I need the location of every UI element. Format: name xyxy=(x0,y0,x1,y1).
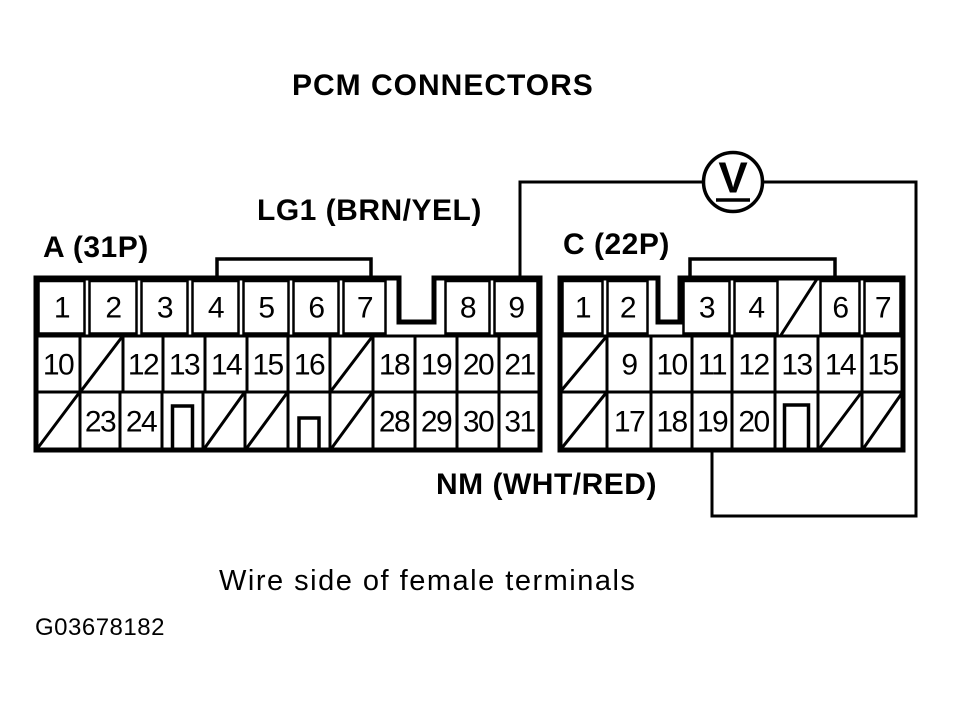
pin-cell xyxy=(140,279,189,335)
pin-cell xyxy=(342,279,387,335)
page-title: PCM CONNECTORS xyxy=(292,69,594,102)
pin-cell xyxy=(37,279,86,335)
pin-cell xyxy=(493,279,539,335)
pin-cell xyxy=(88,279,138,335)
pin-number: 31 xyxy=(504,406,535,439)
no-pin-slash xyxy=(559,392,608,450)
pin-number: 17 xyxy=(614,406,645,439)
pin-cell xyxy=(733,279,779,335)
pin-number: 12 xyxy=(128,349,159,382)
pin-number: 19 xyxy=(697,406,728,439)
pin-number: 15 xyxy=(867,349,898,382)
pin-number: 14 xyxy=(825,349,856,382)
pin-cell xyxy=(819,279,861,335)
pin-number: 21 xyxy=(504,349,535,382)
pin-number: 28 xyxy=(379,406,410,439)
pin-number: 9 xyxy=(508,292,524,325)
pin-number: 10 xyxy=(43,349,74,382)
no-pin-slash xyxy=(329,336,374,392)
pin-number: 1 xyxy=(575,292,591,325)
no-pin-slash xyxy=(79,336,124,392)
pin-number: 6 xyxy=(832,292,848,325)
pin-cell xyxy=(444,279,491,335)
polarization-rib xyxy=(782,403,811,449)
pin-number: 4 xyxy=(208,292,224,325)
wire-side-note: Wire side of female terminals xyxy=(219,565,637,597)
connector-c-label: C (22P) xyxy=(563,228,670,261)
pin-number: 20 xyxy=(463,349,494,382)
pin-number: 3 xyxy=(699,292,715,325)
pin-cell xyxy=(292,279,340,335)
pin-number: 9 xyxy=(621,349,637,382)
pin-number: 19 xyxy=(421,349,452,382)
pin-number: 23 xyxy=(85,406,116,439)
pin-number: 15 xyxy=(252,349,283,382)
pin-cell xyxy=(682,279,731,335)
pin-number: 30 xyxy=(463,406,494,439)
connector-tab xyxy=(688,257,837,278)
pin-cell xyxy=(561,279,604,335)
no-pin-slash xyxy=(329,392,374,450)
no-pin-slash xyxy=(35,392,81,450)
pin-number: 16 xyxy=(294,349,325,382)
figure-id: G03678182 xyxy=(35,614,165,641)
polarization-rib xyxy=(170,404,195,449)
pin-number: 7 xyxy=(875,292,891,325)
connector-outline xyxy=(557,275,906,453)
connector-a-label: A (31P) xyxy=(43,231,149,264)
pin-number: 4 xyxy=(748,292,764,325)
pin-number: 14 xyxy=(211,349,242,382)
pin-number: 13 xyxy=(169,349,200,382)
pin-cell xyxy=(863,279,902,335)
voltmeter-icon xyxy=(701,150,765,214)
no-pin-slash xyxy=(244,392,289,450)
pin-number: 18 xyxy=(379,349,410,382)
pin-cell xyxy=(606,279,649,335)
pin-number: 11 xyxy=(698,349,727,382)
pin-number: 20 xyxy=(738,406,769,439)
no-pin-slash xyxy=(779,278,819,336)
pin-number: 12 xyxy=(738,349,769,382)
pin-number: 6 xyxy=(308,292,324,325)
pin-number: 10 xyxy=(656,349,687,382)
polarization-rib xyxy=(297,416,321,449)
pin-number: 2 xyxy=(620,292,636,325)
pin-number: 7 xyxy=(357,292,373,325)
connector-tab xyxy=(215,257,373,278)
pin-number: 24 xyxy=(126,406,157,439)
pin-number: 8 xyxy=(460,292,476,325)
pin-number: 13 xyxy=(781,349,812,382)
wire-lg1 xyxy=(518,180,703,280)
wire-nm xyxy=(710,180,918,518)
no-pin-slash xyxy=(817,392,863,450)
wire-label-nm: NM (WHT/RED) xyxy=(436,468,657,501)
pin-cell xyxy=(191,279,240,335)
wire-label-lg1: LG1 (BRN/YEL) xyxy=(257,194,482,227)
pin-number: 5 xyxy=(258,292,274,325)
voltmeter-symbol: V xyxy=(718,154,748,203)
pin-number: 18 xyxy=(656,406,687,439)
pin-number: 3 xyxy=(157,292,173,325)
pin-number: 29 xyxy=(421,406,452,439)
pin-cell xyxy=(242,279,290,335)
no-pin-slash xyxy=(559,336,608,392)
no-pin-slash xyxy=(202,392,246,450)
no-pin-slash xyxy=(861,392,904,450)
pin-number: 2 xyxy=(105,292,121,325)
pin-number: 1 xyxy=(54,292,70,325)
